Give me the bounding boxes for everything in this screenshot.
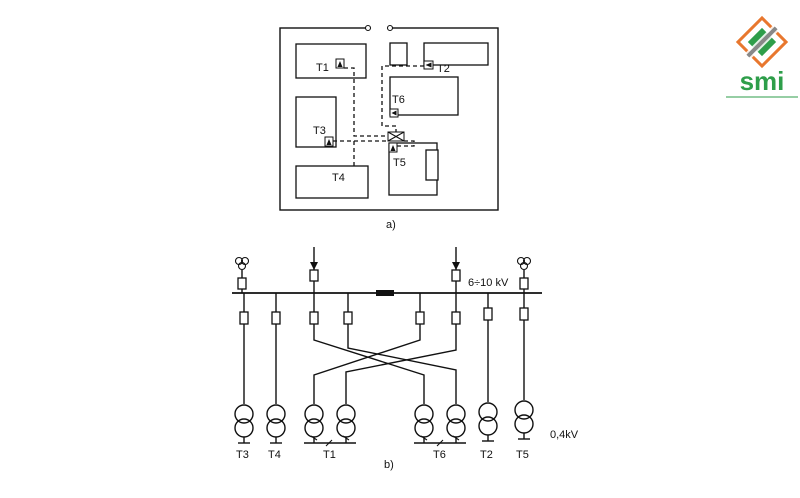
building-t1 — [295, 43, 367, 79]
plan-caption: a) — [386, 219, 396, 231]
substation-marker-t2 — [423, 60, 434, 70]
transformer-t4-icon — [266, 404, 286, 444]
feeder-t5 — [519, 293, 529, 400]
switchgear-marker — [387, 131, 405, 142]
cable-route-t2 — [381, 65, 424, 132]
entrance-right-circle — [386, 24, 394, 32]
feeder-to-t6-right — [343, 293, 457, 404]
bus-sectionalizer — [376, 290, 394, 296]
plan-label-t6: T6 — [392, 94, 405, 106]
schematic-label-t4: T4 — [268, 449, 281, 461]
smi-logo: smi — [726, 15, 798, 98]
cable-route-t1 — [344, 67, 388, 137]
substation-marker-t3 — [324, 136, 334, 147]
substation-marker-t1 — [335, 58, 345, 69]
incoming-feeder-right — [451, 247, 461, 293]
substation-marker-t6 — [389, 108, 399, 118]
transformer-t1b-icon — [336, 404, 356, 443]
building-t4 — [295, 165, 369, 199]
transformer-t6a-icon — [414, 404, 434, 443]
incoming-feeder-left — [309, 247, 319, 293]
transformer-t1a-icon — [304, 404, 324, 443]
plan-label-t3: T3 — [313, 125, 326, 137]
site-plan: T1 T2 T3 T4 T5 T6 a) — [279, 24, 499, 231]
schematic-caption: b) — [384, 459, 394, 471]
building-small — [389, 42, 408, 66]
transformer-t2-icon — [478, 402, 498, 442]
logo-text: smi — [740, 66, 785, 96]
schematic-label-t3: T3 — [236, 449, 249, 461]
lv-bus-t6-switch — [436, 439, 444, 447]
building-t5-annex — [425, 149, 439, 181]
aux-transformer-right-icon — [516, 256, 532, 293]
logo-emblem-icon — [735, 15, 789, 69]
transformer-t3-icon — [234, 404, 254, 444]
schematic-label-t5: T5 — [516, 449, 529, 461]
plan-label-t2: T2 — [437, 63, 450, 75]
schematic-label-t2: T2 — [480, 449, 493, 461]
lv-bus-t1-switch — [325, 439, 333, 447]
feeder-t3 — [239, 293, 249, 404]
substation-marker-t4 — [360, 165, 369, 174]
schematic-label-t1: T1 — [323, 449, 336, 461]
transformer-t6b-icon — [446, 404, 466, 443]
substation-marker-t5 — [388, 142, 398, 153]
transformer-t5-icon — [514, 400, 534, 440]
plan-label-t4: T4 — [332, 172, 345, 184]
aux-transformer-left-icon — [234, 256, 250, 293]
feeder-to-t1-right — [345, 293, 461, 404]
cable-route-t5 — [397, 140, 415, 147]
building-t2 — [423, 42, 489, 66]
lv-voltage-label: 0,4kV — [550, 429, 579, 441]
feeder-t2 — [483, 293, 493, 402]
feeder-t4 — [271, 293, 281, 404]
feeder-to-t1-left — [313, 293, 425, 404]
hv-voltage-label: 6÷10 kV — [468, 277, 509, 289]
schematic-label-t6: T6 — [433, 449, 446, 461]
building-t6 — [389, 76, 459, 116]
single-line-schematic: 6÷10 kV — [232, 247, 579, 471]
entrance-left-circle — [364, 24, 372, 32]
plan-label-t1: T1 — [316, 62, 329, 74]
feeder-to-t6-left — [309, 293, 425, 404]
plan-label-t5: T5 — [393, 157, 406, 169]
